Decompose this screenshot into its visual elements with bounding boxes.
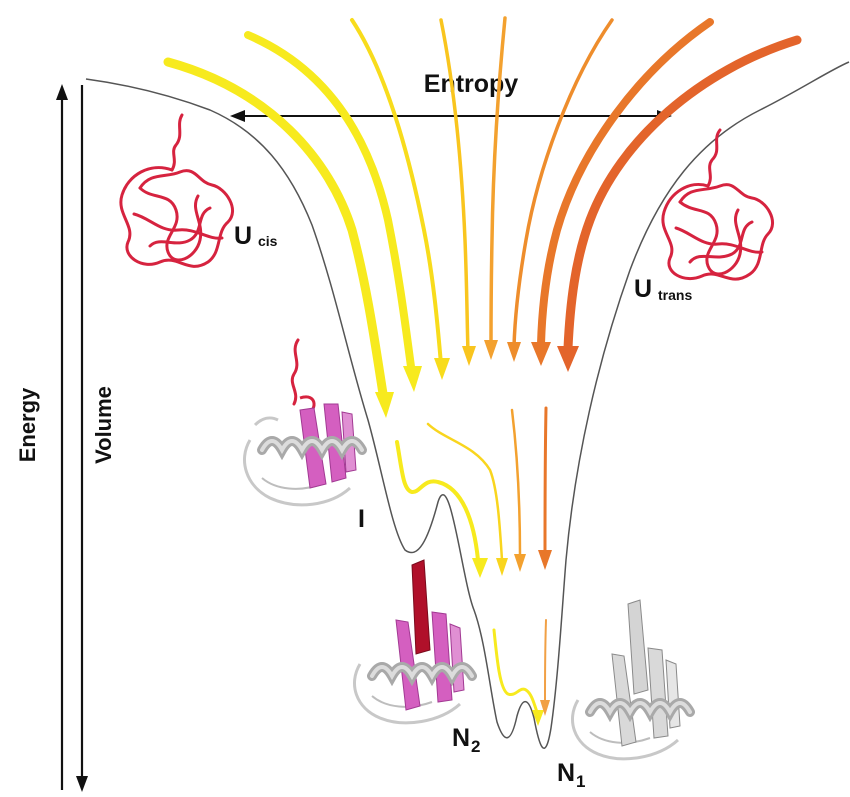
- n1-label-sub: 1: [576, 772, 585, 791]
- entropy-label: Entropy: [424, 70, 519, 98]
- pathway-arrow: [489, 16, 507, 346]
- pathway-arrowhead: [434, 358, 450, 380]
- n1-label: N 1: [557, 759, 585, 791]
- pathway-arrow: [244, 31, 416, 378]
- pathway-arrowhead: [557, 346, 579, 372]
- u-trans-label: U trans: [634, 275, 692, 303]
- pathway-arrowhead: [538, 550, 552, 570]
- folding-pathways-upper: [163, 16, 802, 418]
- funnel-outline: [85, 61, 850, 749]
- pathway-arrow: [350, 18, 443, 366]
- u-trans-label-sub: trans: [658, 287, 692, 303]
- pathway-arrow: [439, 18, 470, 354]
- intermediate-label: I: [358, 505, 365, 533]
- n1-structure: [571, 599, 695, 761]
- volume-axis-arrowhead: [76, 776, 88, 792]
- pathway-arrowhead: [484, 340, 498, 360]
- u-cis-label: U cis: [234, 222, 278, 250]
- pathway-arrow: [163, 57, 389, 405]
- pathway-arrow: [426, 422, 504, 562]
- n1-label-main: N: [557, 759, 575, 787]
- pathway-arrow: [395, 440, 480, 562]
- volume-axis: Volume: [76, 85, 116, 792]
- pathway-arrowhead: [462, 346, 476, 366]
- pathway-arrow: [492, 628, 539, 714]
- volume-axis-label: Volume: [91, 386, 116, 464]
- energy-axis: Energy: [15, 84, 68, 790]
- energy-axis-label: Energy: [15, 387, 40, 462]
- pathway-arrowhead: [375, 392, 394, 418]
- pathway-arrow: [563, 35, 802, 353]
- pathway-arrow: [537, 18, 714, 348]
- pathway-arrow: [543, 406, 548, 554]
- u-cis-label-main: U: [234, 222, 252, 250]
- n2-label-main: N: [452, 724, 470, 752]
- n2-label-sub: 2: [471, 737, 480, 756]
- pathway-arrowhead: [514, 554, 526, 572]
- n2-label: N 2: [452, 724, 480, 756]
- intermediate-structure: [243, 338, 367, 507]
- pathway-arrowhead: [496, 558, 508, 576]
- pathway-arrow: [544, 619, 547, 701]
- u-trans-label-main: U: [634, 275, 652, 303]
- pathway-arrowhead: [507, 342, 521, 362]
- pathway-arrowhead: [472, 558, 488, 578]
- u-cis-label-sub: cis: [258, 233, 278, 249]
- u-trans-structure: [661, 128, 775, 281]
- folding-pathways-lower: [395, 406, 552, 726]
- pathway-arrow: [512, 18, 614, 348]
- energy-axis-arrowhead: [56, 84, 68, 100]
- entropy-left-arrowhead: [230, 110, 245, 122]
- u-cis-structure: [119, 113, 235, 268]
- pathway-arrow: [510, 408, 522, 557]
- pathway-arrowhead: [532, 710, 544, 726]
- pathway-arrowhead: [540, 700, 550, 716]
- pathway-arrowhead: [531, 342, 551, 366]
- pathway-arrowhead: [403, 366, 422, 392]
- n2-structure: [353, 559, 477, 725]
